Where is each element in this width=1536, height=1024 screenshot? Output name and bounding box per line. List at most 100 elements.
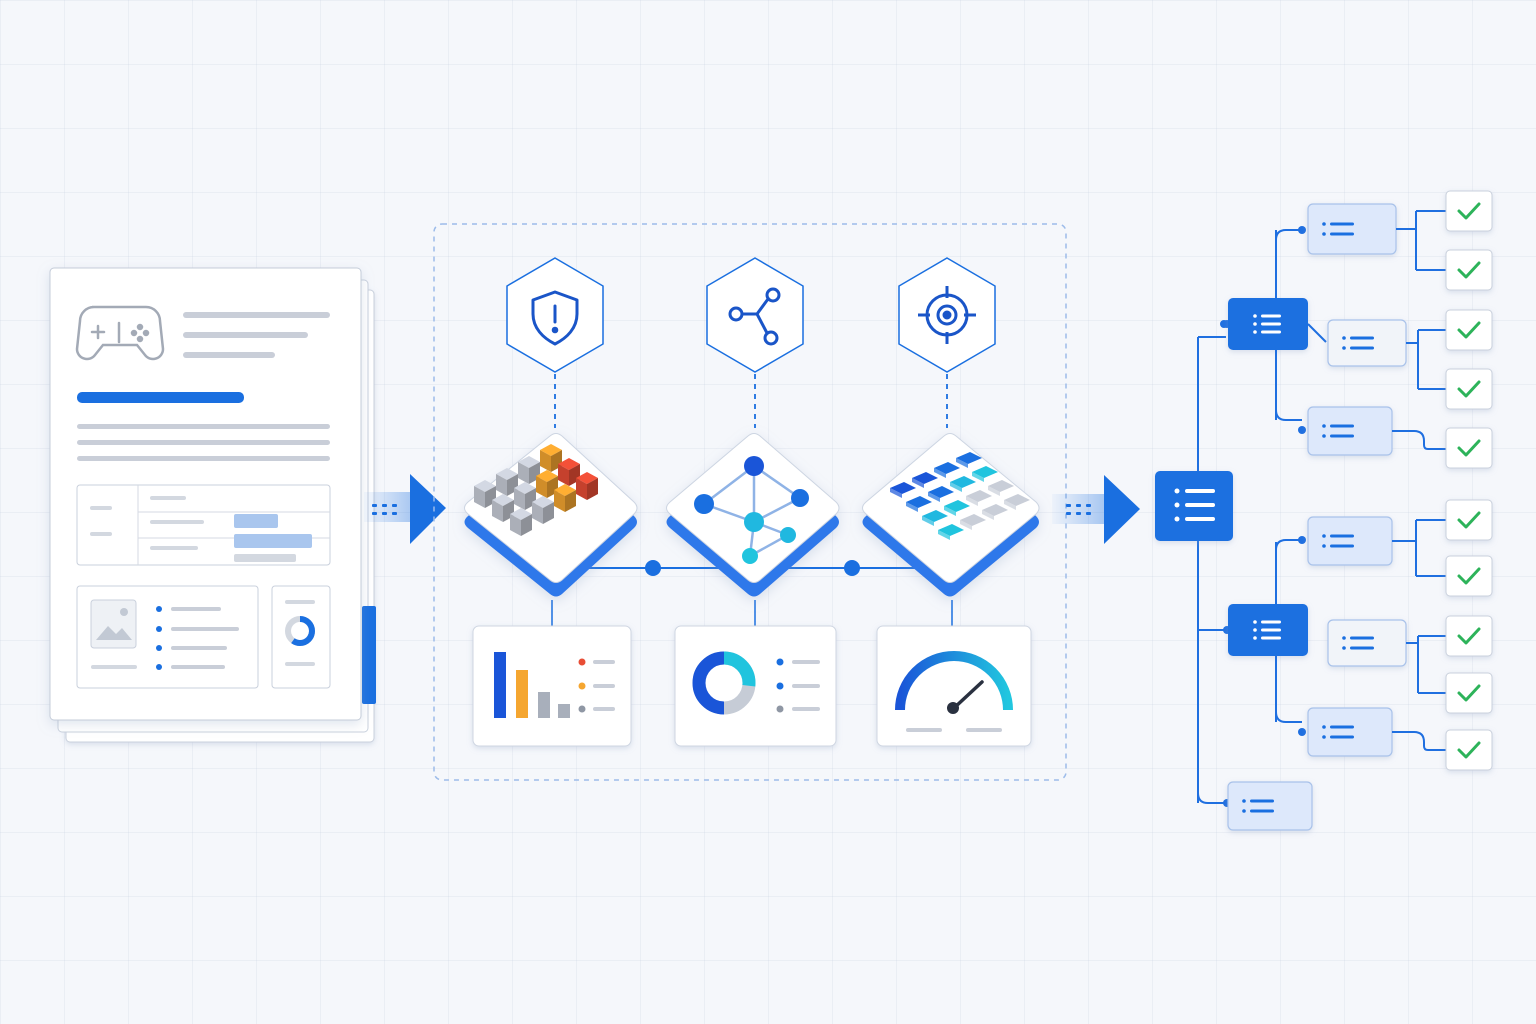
heat-cube (518, 456, 540, 484)
donut-chart-icon (285, 616, 315, 646)
tree-connector (1275, 539, 1302, 551)
shield-alert-hexagon (506, 257, 604, 373)
matrix-cell (912, 472, 938, 488)
matrix-cell (1004, 494, 1030, 510)
heat-cube (514, 482, 536, 510)
checkmark-icon (1457, 380, 1481, 398)
list-icon (1342, 636, 1374, 650)
shield-alert-icon (531, 290, 579, 346)
list-icon (1342, 336, 1374, 350)
checkmark-icon (1457, 627, 1481, 645)
matrix-cell (890, 482, 916, 498)
tree-node-dot (1298, 728, 1306, 736)
checkmark-icon (1457, 439, 1481, 457)
matrix-cell (950, 476, 976, 492)
document-table (76, 484, 331, 566)
tree-connector (1275, 409, 1302, 421)
list-icon (1322, 424, 1354, 438)
checkmark-icon (1457, 567, 1481, 585)
leaf-group-3 (1227, 781, 1313, 831)
tree-connector (1392, 430, 1446, 450)
list-icon (1322, 725, 1354, 739)
tree-node-dot (1298, 226, 1306, 234)
leaf-group-1c (1307, 406, 1393, 456)
checkmark-box (1445, 368, 1493, 410)
list-icon (1174, 488, 1215, 522)
matrix-cell (972, 466, 998, 482)
heat-cube (558, 458, 580, 486)
matrix-cell (922, 510, 948, 526)
checkmark-icon (1457, 684, 1481, 702)
document-header-lines (183, 312, 330, 358)
heatmap-cubes-icon (474, 444, 598, 536)
output-tree (1155, 190, 1493, 831)
checkmark-box (1445, 729, 1493, 771)
checkmark-box (1445, 190, 1493, 232)
matrix-cell (982, 504, 1008, 520)
tree-node-dot (1298, 426, 1306, 434)
checkmark-box (1445, 615, 1493, 657)
output-arrow (1052, 475, 1140, 544)
checkmark-box (1445, 427, 1493, 469)
matrix-cell (906, 496, 932, 512)
leaf-group-2a (1307, 516, 1393, 566)
tree-connector (1275, 711, 1302, 723)
checkmark-box (1445, 499, 1493, 541)
matrix-cell (966, 490, 992, 506)
matrix-cell (956, 452, 982, 468)
hex-connectors (554, 374, 948, 428)
heat-cube (576, 472, 598, 500)
leaf-group-2b (1327, 619, 1407, 667)
tree-connector (1307, 323, 1327, 343)
checkmark-icon (1457, 202, 1481, 220)
document-media-panel (76, 585, 259, 689)
root-node (1155, 471, 1233, 541)
list-icon (1242, 799, 1274, 813)
node-graph-icon (694, 456, 809, 564)
tree-node-dot (1298, 536, 1306, 544)
target-crosshair-hexagon (898, 257, 996, 373)
checkmark-box (1445, 309, 1493, 351)
matrix-cell (944, 500, 970, 516)
tree-connector (1275, 229, 1302, 241)
list-icon (1322, 534, 1354, 548)
matrix-cell (928, 486, 954, 502)
image-placeholder-icon (90, 599, 137, 649)
checkmark-icon (1457, 511, 1481, 529)
gamepad-icon (75, 305, 165, 361)
heat-cube (554, 484, 576, 512)
donut-chart-card (674, 625, 837, 747)
document-donut-panel (271, 585, 331, 689)
checkmark-icon (1457, 321, 1481, 339)
tree-connector (1392, 731, 1446, 751)
heat-cube (496, 468, 518, 496)
matrix-cell (934, 462, 960, 478)
tree-connector (1197, 792, 1226, 804)
document-stack (49, 267, 376, 743)
checkmark-box (1445, 555, 1493, 597)
checkmark-icon (1457, 741, 1481, 759)
document-body-lines (77, 424, 330, 461)
leaf-group-1a (1307, 203, 1397, 255)
list-icon (1253, 314, 1281, 334)
bar-chart-card (472, 625, 632, 747)
matrix-cell (938, 524, 964, 540)
document-title-bar (77, 392, 244, 403)
target-crosshair-icon (918, 286, 976, 344)
heat-cube (532, 496, 554, 524)
share-network-icon (728, 287, 781, 346)
heat-cube (474, 480, 496, 508)
checkmark-box (1445, 249, 1493, 291)
tree-connector (1396, 219, 1418, 230)
document-tab-accent (362, 606, 376, 704)
gauge-card (876, 625, 1032, 747)
heat-cube (510, 508, 532, 536)
input-arrow (364, 474, 446, 544)
checkmark-box (1445, 672, 1493, 714)
list-icon (1322, 222, 1354, 236)
grid-matrix-tile (862, 433, 1040, 597)
matrix-cell (988, 480, 1014, 496)
share-network-hexagon (706, 257, 804, 373)
leaf-group-1b (1327, 319, 1407, 367)
leaf-group-2c (1307, 707, 1393, 757)
